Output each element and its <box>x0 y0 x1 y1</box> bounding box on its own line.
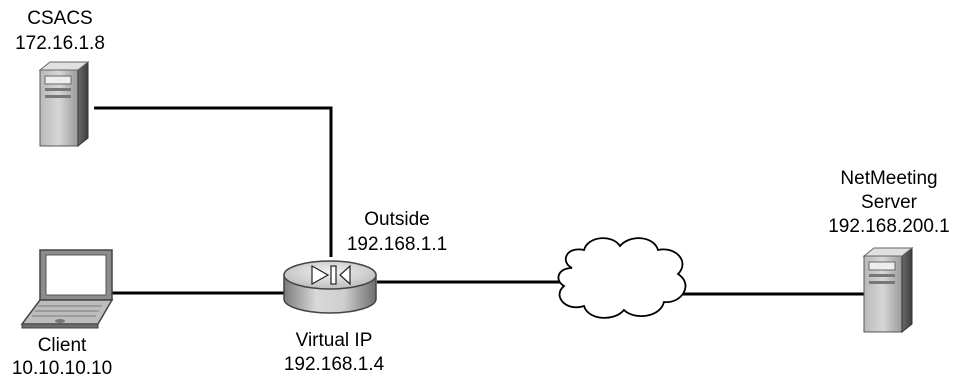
client-name: Client <box>37 335 87 356</box>
server-tower-icon <box>862 246 914 334</box>
netmeeting-ip: 192.168.200.1 <box>828 216 950 237</box>
csacs-name: CSACS <box>27 8 93 29</box>
router-virtual-ip: 192.168.1.4 <box>283 354 385 375</box>
links <box>94 106 864 296</box>
cloud-icon <box>557 237 687 319</box>
laptop-icon <box>20 249 114 329</box>
client-ip: 10.10.10.10 <box>11 358 113 379</box>
router-icon <box>283 260 377 314</box>
server-tower-icon <box>38 60 90 148</box>
netmeeting-name-line2: Server <box>861 192 917 213</box>
router-outside-label: Outside <box>364 209 430 230</box>
csacs-ip: 172.16.1.8 <box>15 33 105 54</box>
router-virtual-label: Virtual IP <box>295 330 373 351</box>
netmeeting-name-line1: NetMeeting <box>840 168 938 189</box>
link-csacs-router <box>94 106 333 257</box>
router-outside-ip: 192.168.1.1 <box>346 234 448 255</box>
